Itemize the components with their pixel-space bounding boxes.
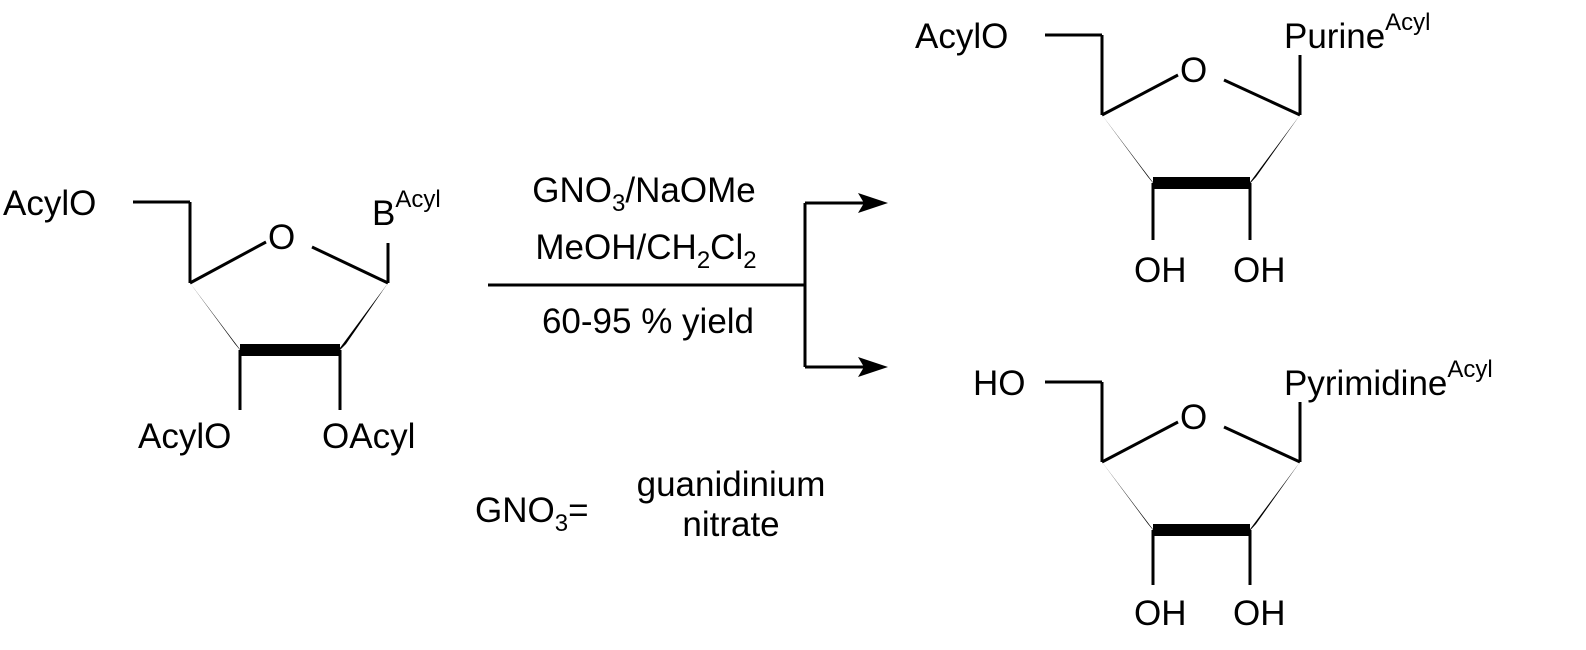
product-purine xyxy=(1045,33,1302,240)
p1-ring-oxygen: O xyxy=(1180,51,1207,90)
c1-c2-wedge xyxy=(334,283,388,356)
c4-o-bond xyxy=(189,240,267,285)
sm-ring-oxygen: O xyxy=(268,218,295,257)
p2-base-label: PyrimidineAcyl xyxy=(1284,356,1493,403)
p2-o-c1-bond xyxy=(1223,425,1301,464)
p2-c1-c2-wedge xyxy=(1245,462,1300,536)
upper-arrowhead xyxy=(858,193,888,213)
p2-ring-oxygen: O xyxy=(1180,398,1207,437)
c4-c3-wedge xyxy=(190,283,245,356)
sm-c2-label: OAcyl xyxy=(322,417,415,456)
p1-base-label: PurineAcyl xyxy=(1284,9,1431,56)
condition-reagents: GNO3/NaOMe xyxy=(532,171,755,217)
definition-meaning-line-2: nitrate xyxy=(682,505,779,544)
starting-material xyxy=(133,200,390,410)
p1-c1-c2-wedge xyxy=(1245,115,1300,189)
p1-c4-o-bond xyxy=(1101,73,1179,117)
p1-c2-label: OH xyxy=(1233,251,1286,290)
p2-c2-label: OH xyxy=(1233,594,1286,633)
sm-base-letter: B xyxy=(372,194,395,233)
p2-c4-c3-wedge xyxy=(1102,462,1158,536)
p2-c3-c2-bold-bond xyxy=(1153,524,1250,536)
p2-c5-label: HO xyxy=(973,364,1026,403)
sm-base-superscript: Acyl xyxy=(395,186,440,213)
definition-meaning-line-1: guanidinium xyxy=(637,465,826,504)
condition-solvent: MeOH/CH2Cl2 xyxy=(535,228,756,274)
product-pyrimidine xyxy=(1045,380,1302,585)
reaction-arrows xyxy=(488,193,888,377)
p1-c5-label: AcylO xyxy=(915,17,1008,56)
c3-c2-bold-bond xyxy=(240,344,340,356)
lower-arrowhead xyxy=(858,357,888,377)
p1-c4-c3-wedge xyxy=(1102,115,1158,189)
o-c1-bond xyxy=(311,245,389,285)
p1-o-c1-bond xyxy=(1223,78,1301,117)
sm-base-label: BAcyl xyxy=(372,186,441,233)
p2-base-superscript: Acyl xyxy=(1447,356,1492,383)
p1-c3-c2-bold-bond xyxy=(1153,177,1250,189)
p1-base-name: Purine xyxy=(1284,17,1385,56)
p2-c3-label: OH xyxy=(1134,594,1187,633)
definition-term: GNO3= xyxy=(475,491,589,537)
p1-base-superscript: Acyl xyxy=(1385,9,1430,36)
p2-base-name: Pyrimidine xyxy=(1284,364,1447,403)
sm-c5-label: AcylO xyxy=(3,184,96,223)
sm-c3-label: AcylO xyxy=(138,417,231,456)
condition-yield: 60-95 % yield xyxy=(542,302,754,341)
p2-c4-o-bond xyxy=(1101,420,1179,464)
p1-c3-label: OH xyxy=(1134,251,1187,290)
